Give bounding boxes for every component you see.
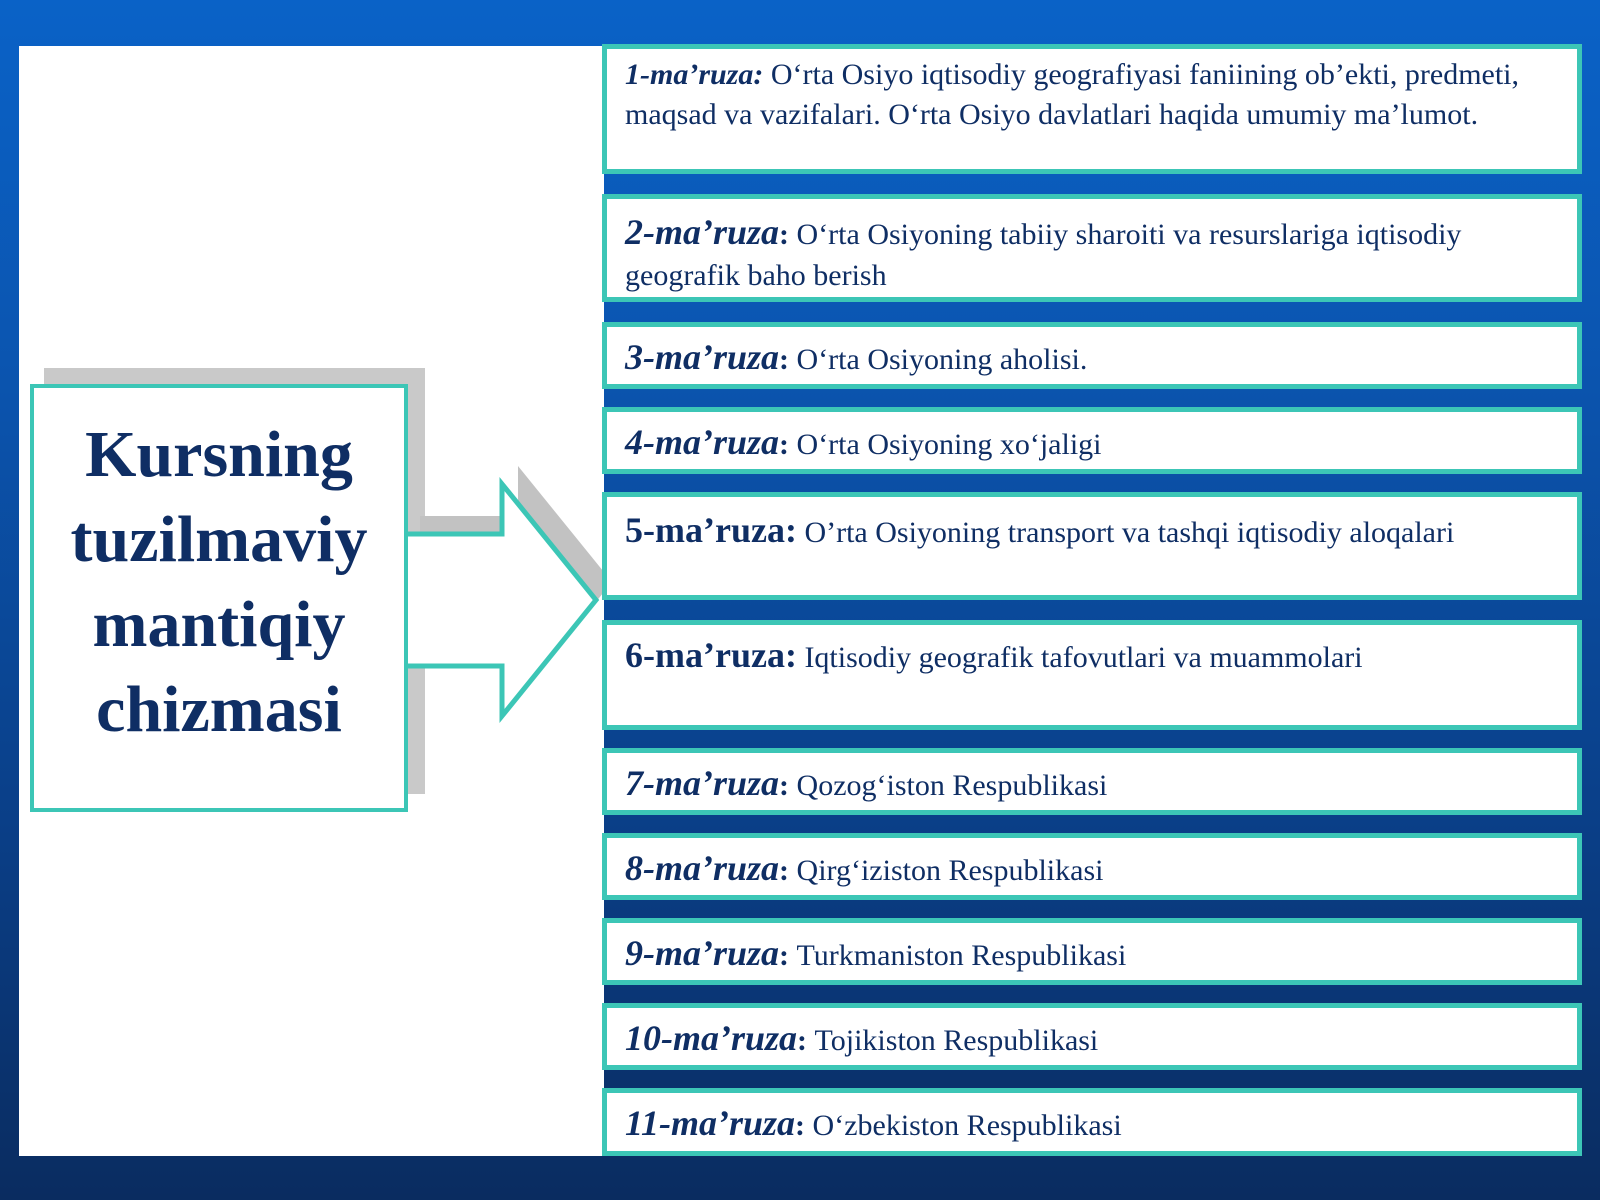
lecture-item-11: 11-ma’ruza: O‘zbekiston Respublikasi: [602, 1088, 1582, 1156]
lecture-label: 4-ma’ruza: [625, 422, 780, 462]
lecture-label: 11-ma’ruza: [625, 1103, 796, 1143]
lecture-text: Iqtisodiy geografik tafovutlari va muamm…: [804, 641, 1363, 674]
lecture-item-8: 8-ma’ruza: Qirg‘iziston Respublikasi: [602, 833, 1582, 900]
lecture-item-10: 10-ma’ruza: Tojikiston Respublikasi: [602, 1003, 1582, 1070]
lecture-item-7: 7-ma’ruza: Qozog‘iston Respublikasi: [602, 748, 1582, 815]
lecture-text: Tojikiston Respublikasi: [814, 1024, 1099, 1057]
diagram-title: Kursning tuzilmaviy mantiqiy chizmasi: [70, 418, 368, 746]
lecture-label: 6-ma’ruza:: [625, 635, 797, 675]
lecture-text: O’rta Osiyoning transport va tashqi iqti…: [804, 516, 1455, 549]
lecture-label: 3-ma’ruza: [625, 337, 780, 377]
lecture-text: Qozog‘iston Respublikasi: [796, 769, 1108, 802]
lecture-text: O‘rta Osiyoning tabiiy sharoiti va resur…: [625, 218, 1462, 292]
lecture-item-1: 1-ma’ruza: O‘rta Osiyo iqtisodiy geograf…: [602, 44, 1582, 174]
lecture-item-6: 6-ma’ruza: Iqtisodiy geografik tafovutla…: [602, 620, 1582, 730]
lecture-label: 10-ma’ruza: [625, 1018, 798, 1058]
lecture-label: 8-ma’ruza: [625, 848, 780, 888]
lecture-label: 5-ma’ruza:: [625, 510, 797, 550]
lecture-label: 2-ma’ruza: [625, 212, 780, 252]
lecture-label: 7-ma’ruza: [625, 763, 780, 803]
lecture-item-5: 5-ma’ruza: O’rta Osiyoning transport va …: [602, 492, 1582, 600]
lecture-text: O‘rta Osiyo iqtisodiy geografiyasi fanii…: [625, 58, 1520, 131]
lecture-text: Turkmaniston Respublikasi: [796, 939, 1127, 972]
lecture-text: Qirg‘iziston Respublikasi: [796, 854, 1104, 887]
lecture-label: 9-ma’ruza: [625, 933, 780, 973]
lecture-item-3: 3-ma’ruza: O‘rta Osiyoning aholisi.: [602, 322, 1582, 389]
lecture-text: O‘zbekiston Respublikasi: [812, 1109, 1122, 1142]
lecture-item-2: 2-ma’ruza: O‘rta Osiyoning tabiiy sharoi…: [602, 194, 1582, 302]
lecture-item-9: 9-ma’ruza: Turkmaniston Respublikasi: [602, 918, 1582, 985]
lecture-item-4: 4-ma’ruza: O‘rta Osiyoning xo‘jaligi: [602, 407, 1582, 474]
title-box: Kursning tuzilmaviy mantiqiy chizmasi: [30, 384, 408, 812]
lecture-text: O‘rta Osiyoning aholisi.: [796, 343, 1088, 376]
lecture-label: 1-ma’ruza:: [625, 58, 764, 91]
lecture-text: O‘rta Osiyoning xo‘jaligi: [796, 428, 1102, 461]
